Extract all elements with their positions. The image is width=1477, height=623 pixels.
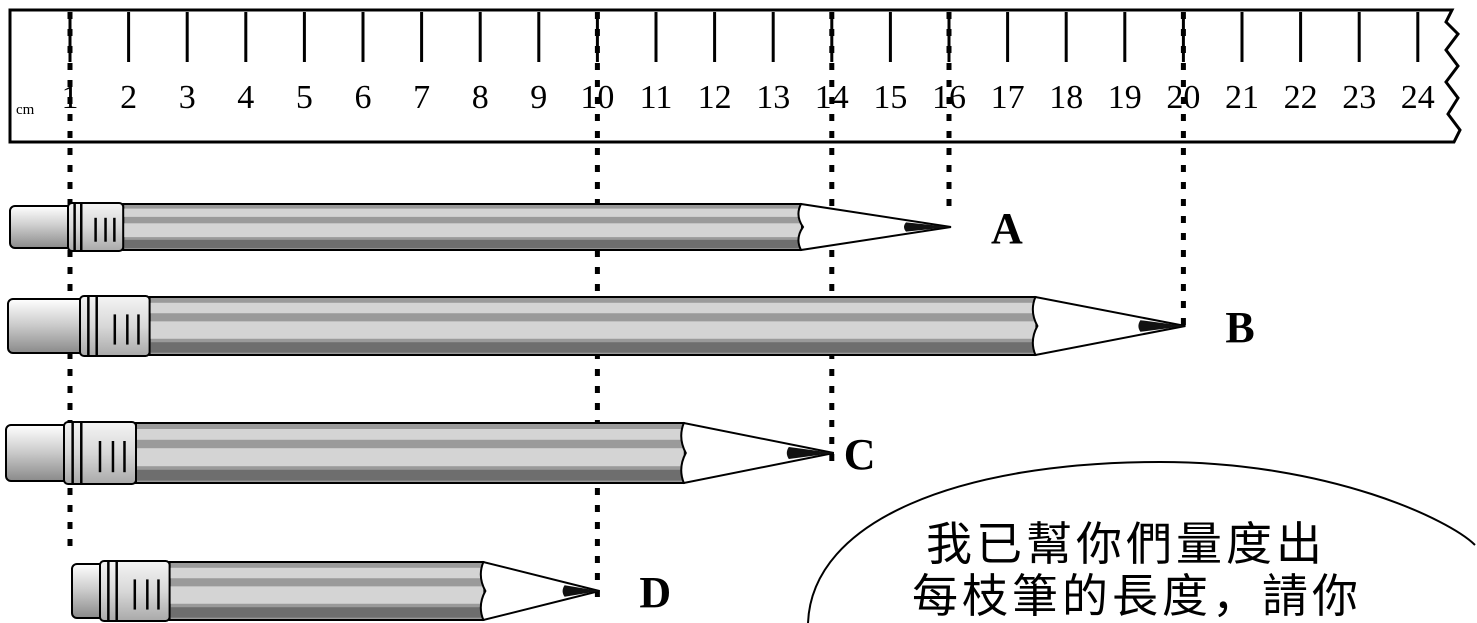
ruler-number-4: 4 <box>237 79 254 116</box>
ruler-number-23: 23 <box>1342 79 1376 116</box>
pencil-c: C <box>5 421 876 485</box>
ruler-ticks <box>68 12 1420 62</box>
ruler-number-5: 5 <box>296 79 313 116</box>
ruler-number-6: 6 <box>355 79 372 116</box>
ruler-number-11: 11 <box>640 79 673 116</box>
pencil-stripe <box>136 429 684 440</box>
ruler-number-24: 24 <box>1401 79 1435 116</box>
ruler-number-7: 7 <box>413 79 430 116</box>
pencil-stripe <box>136 448 684 467</box>
pencil-cone <box>797 202 952 252</box>
ruler: 123456789101112131415161718192021222324 … <box>8 8 1462 144</box>
pencil-cone <box>680 421 834 485</box>
pencil-cone <box>1031 295 1186 357</box>
pencil-b: B <box>7 295 1255 357</box>
pencil-lead <box>786 447 834 459</box>
speech-bubble-line-1: 我已幫你們量度出 <box>926 517 1326 571</box>
pencil-lead <box>562 585 600 597</box>
pencil-stripe <box>149 342 1036 353</box>
ruler-number-17: 17 <box>991 79 1025 116</box>
pencil-lead <box>1138 320 1186 332</box>
pencil-a: A <box>9 202 1023 253</box>
ruler-body <box>8 8 1462 144</box>
ruler-number-8: 8 <box>472 79 489 116</box>
ruler-unit-label: cm <box>16 102 35 118</box>
ruler-number-12: 12 <box>698 79 732 116</box>
ruler-numbers: 123456789101112131415161718192021222324 <box>62 79 1435 116</box>
pencil-stripe <box>149 302 1036 314</box>
pencil-stripe <box>123 223 801 238</box>
pencil-stripe <box>169 607 484 618</box>
pencil-stripe <box>123 208 801 217</box>
pencil-label-b: B <box>1225 303 1254 352</box>
pencil-stripe <box>169 567 484 579</box>
pencil-label-a: A <box>991 204 1023 253</box>
ruler-number-13: 13 <box>756 79 790 116</box>
pencil-stripe <box>136 469 684 481</box>
ruler-number-21: 21 <box>1225 79 1259 116</box>
pencil-eraser <box>9 205 75 249</box>
speech-bubble-outline <box>807 460 1476 623</box>
ruler-number-19: 19 <box>1108 79 1142 116</box>
speech-bubble: 我已幫你們量度出 每枝筆的長度，請你 <box>807 460 1476 623</box>
pencils: A B C D <box>5 202 1255 622</box>
pencil-stripe <box>149 321 1036 339</box>
pencil-label-c: C <box>844 430 876 479</box>
speech-bubble-line-2: 每枝筆的長度，請你 <box>912 569 1362 623</box>
pencil-eraser <box>5 424 71 482</box>
ruler-number-2: 2 <box>120 79 137 116</box>
ruler-number-22: 22 <box>1284 79 1318 116</box>
pencil-eraser <box>7 298 87 354</box>
ruler-number-9: 9 <box>530 79 547 116</box>
pencil-d: D <box>71 560 671 622</box>
ruler-number-15: 15 <box>873 79 907 116</box>
pencil-stripe <box>169 586 484 604</box>
pencil-label-d: D <box>639 568 671 617</box>
pencil-cone <box>479 560 600 622</box>
pencil-stripe <box>123 239 801 249</box>
ruler-number-18: 18 <box>1049 79 1083 116</box>
ruler-number-3: 3 <box>179 79 196 116</box>
pencil-lead <box>904 222 951 232</box>
